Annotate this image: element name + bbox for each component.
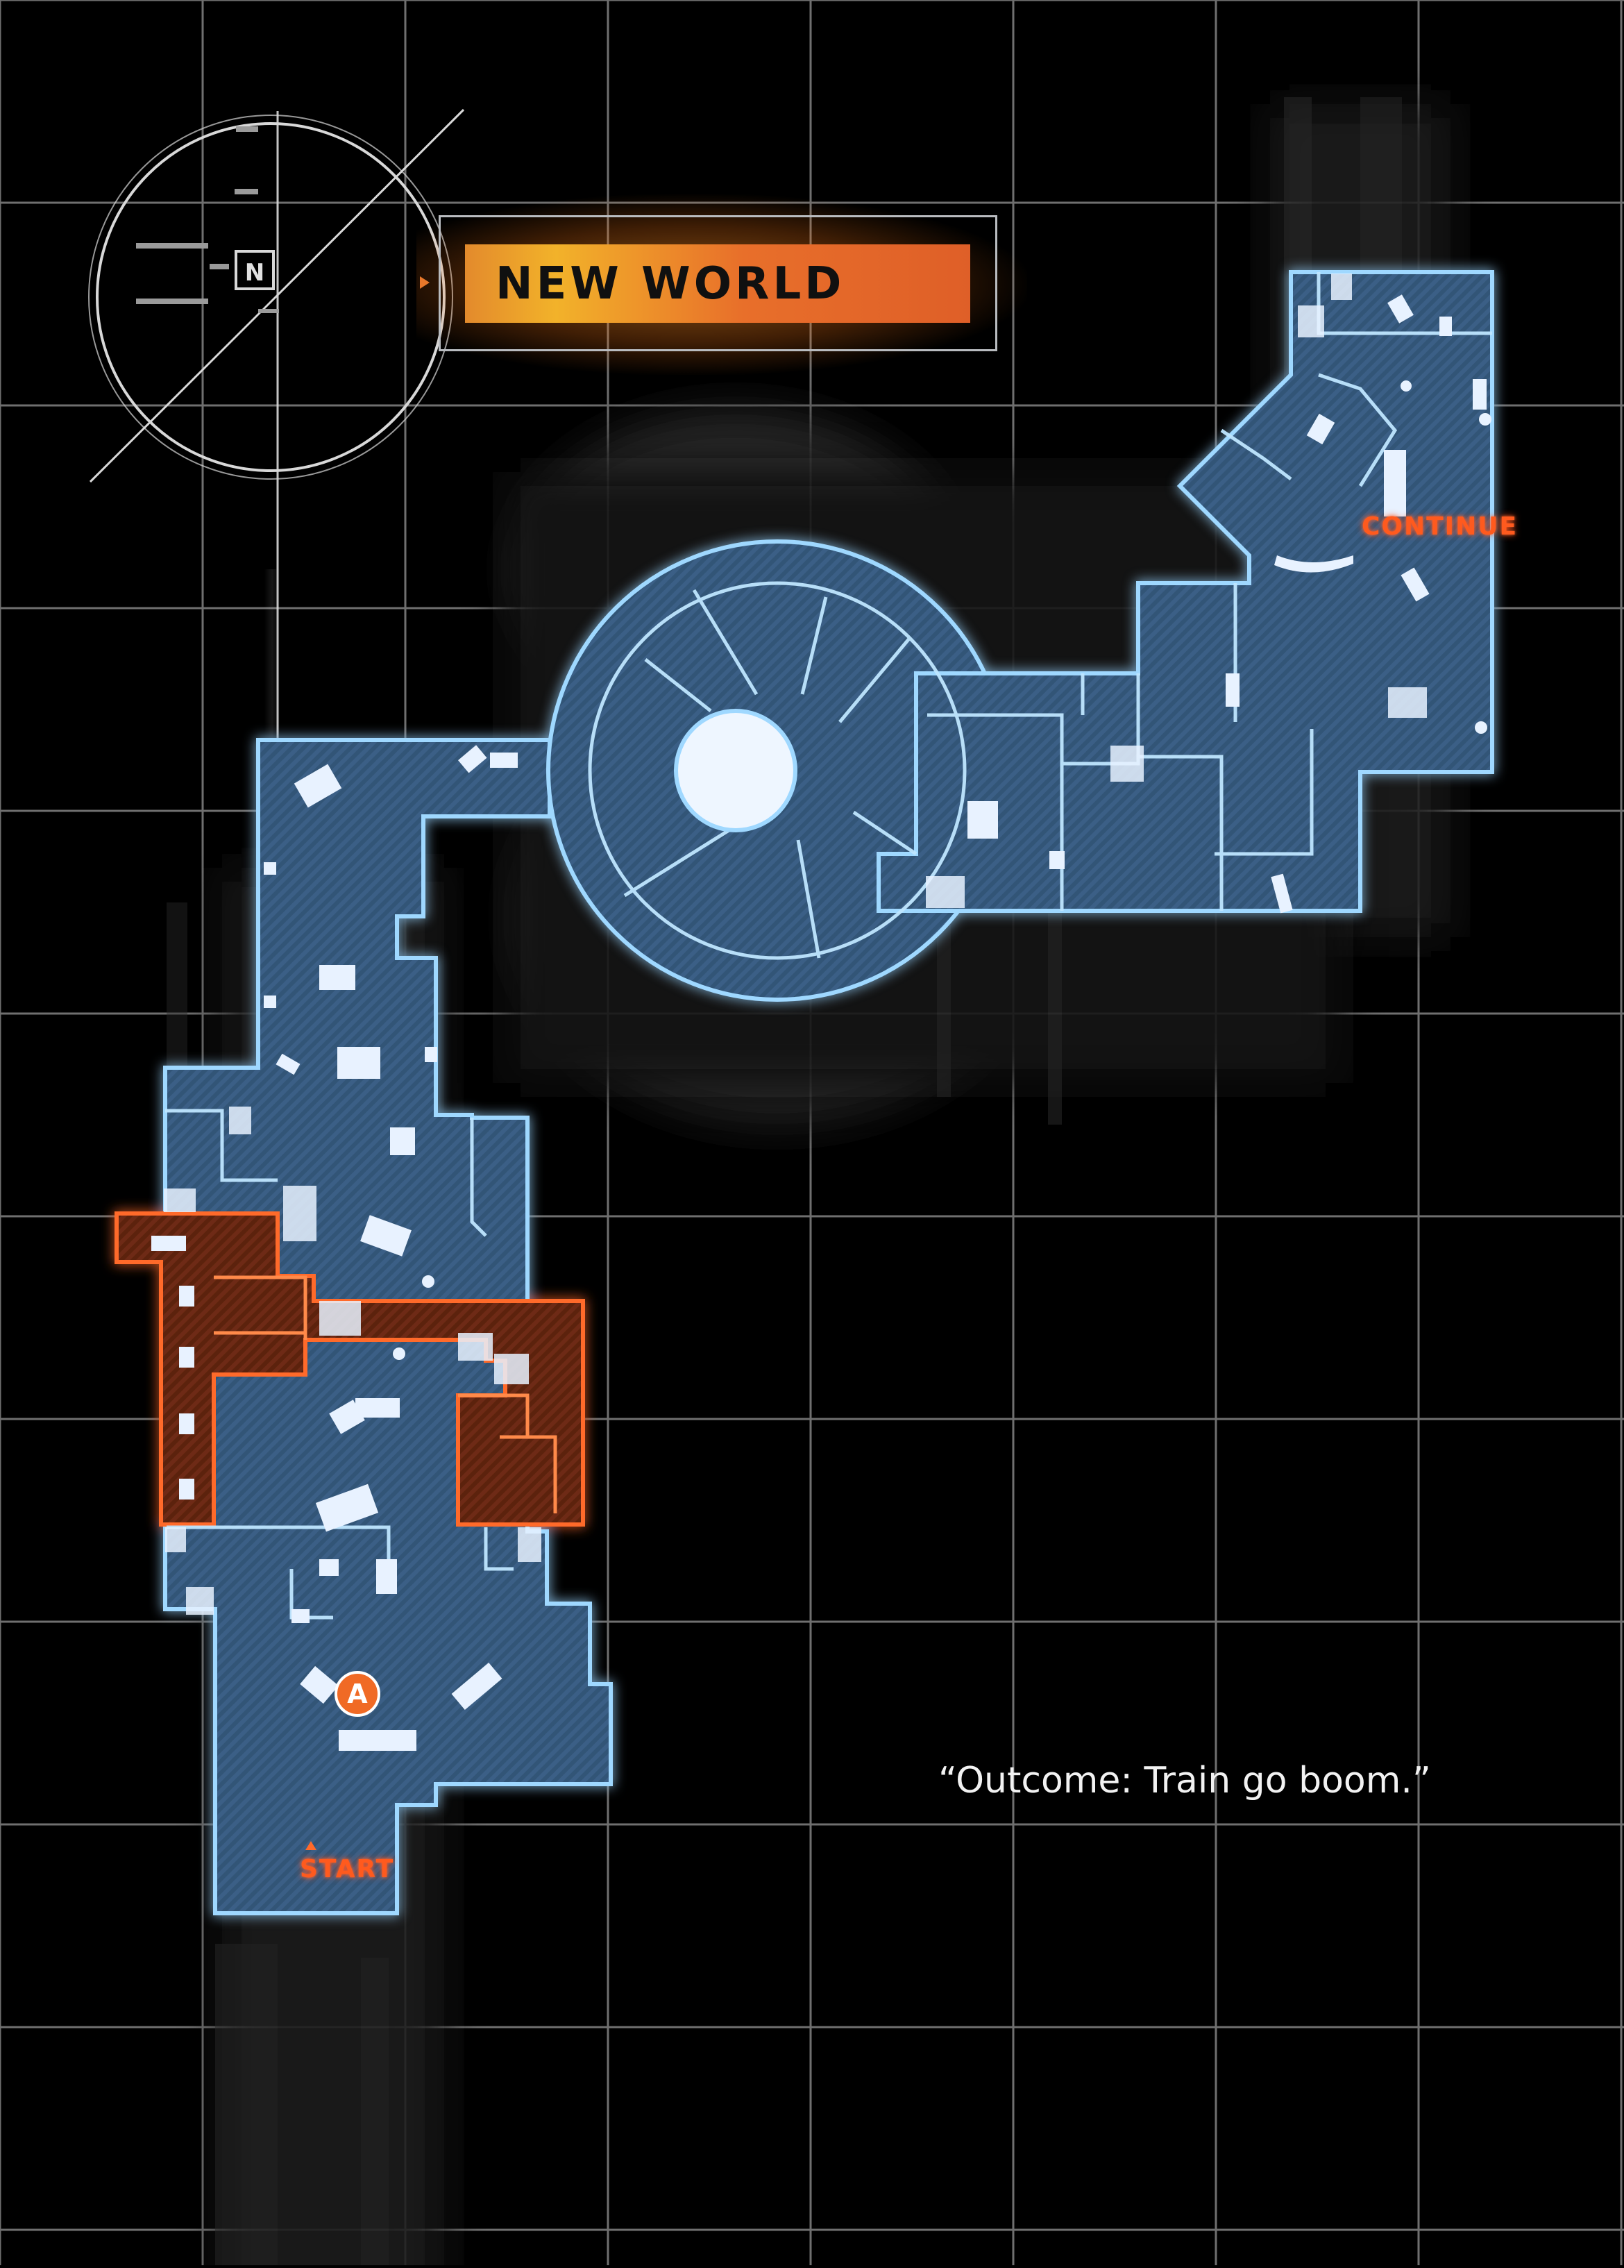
north-indicator-icon	[235, 250, 275, 290]
stairs	[164, 274, 1427, 1615]
continue-label: CONTINUE	[1362, 512, 1519, 541]
compass-north-letter: N	[245, 259, 264, 287]
floor-plan	[115, 270, 1494, 1915]
title-arrow-icon	[420, 276, 430, 289]
level-quote: “Outcome: Train go boom.”	[938, 1760, 1431, 1801]
objective-marker-icon: A	[335, 1671, 380, 1717]
hazard-walls	[214, 1275, 557, 1513]
interior-walls	[165, 272, 1492, 1620]
level-title-banner: NEW WORLD	[465, 244, 970, 323]
floor-east-corridor	[877, 270, 1494, 913]
level-title: NEW WORLD	[496, 258, 845, 310]
start-label: START	[300, 1855, 395, 1883]
title-frame	[439, 215, 997, 351]
start-arrow-icon	[305, 1841, 316, 1850]
compass-icon	[88, 108, 465, 750]
hub-center-column	[674, 709, 797, 832]
props	[151, 294, 1491, 1751]
